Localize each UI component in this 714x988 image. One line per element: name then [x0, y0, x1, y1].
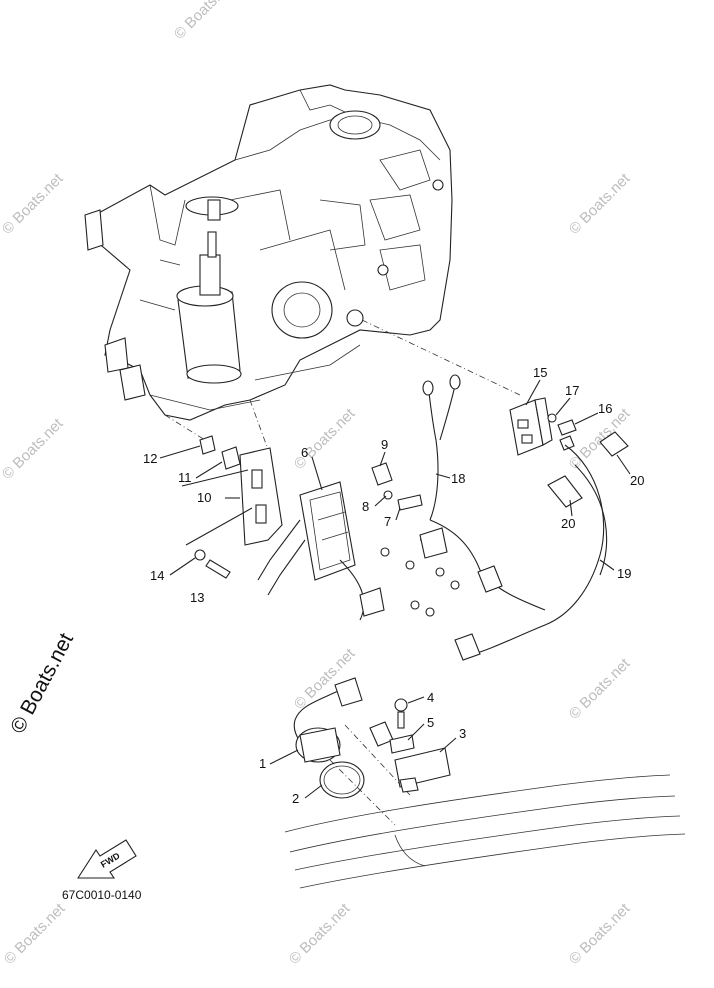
watermark: © Boats.net	[0, 415, 67, 483]
callout-5: 5	[427, 715, 434, 730]
watermark: © Boats.net	[171, 0, 239, 43]
diagram-code: 67C0010-0140	[62, 888, 142, 902]
engine-block	[84, 84, 453, 421]
watermark: © Boats.net	[291, 405, 359, 473]
sensor-group	[284, 677, 686, 889]
callout-20-second: 20	[561, 516, 575, 531]
ignition-unit	[194, 435, 460, 621]
callout-17: 17	[565, 383, 579, 398]
callout-4: 4	[427, 690, 434, 705]
callout-14: 14	[150, 568, 164, 583]
callout-8: 8	[362, 499, 369, 514]
callout-16: 16	[598, 401, 612, 416]
side-watermark: © Boats.net	[6, 629, 78, 737]
callout-20: 20	[630, 473, 644, 488]
wiring-harness	[419, 374, 608, 661]
terminal-block	[509, 397, 629, 508]
callout-10: 10	[197, 490, 211, 505]
watermark: © Boats.net	[1, 900, 69, 968]
callouts: 1 2 3 4 5 6 7 8 9 10 11 12 13 14 15 16 1…	[143, 365, 644, 806]
callout-15: 15	[533, 365, 547, 380]
callout-12: 12	[143, 451, 157, 466]
watermark: © Boats.net	[566, 655, 634, 723]
watermark: © Boats.net	[566, 170, 634, 238]
watermark: © Boats.net	[286, 900, 354, 968]
watermark: © Boats.net	[0, 170, 67, 238]
callout-18: 18	[451, 471, 465, 486]
callout-9: 9	[381, 437, 388, 452]
callout-2: 2	[292, 791, 299, 806]
callout-3: 3	[459, 726, 466, 741]
callout-19: 19	[617, 566, 631, 581]
callout-7: 7	[384, 514, 391, 529]
fwd-arrow-icon: FWD	[76, 839, 137, 879]
callout-11: 11	[178, 470, 192, 485]
callout-13: 13	[190, 590, 204, 605]
watermark: © Boats.net	[566, 900, 634, 968]
callout-6: 6	[301, 445, 308, 460]
callout-1: 1	[259, 756, 266, 771]
leader-lines	[159, 379, 631, 799]
